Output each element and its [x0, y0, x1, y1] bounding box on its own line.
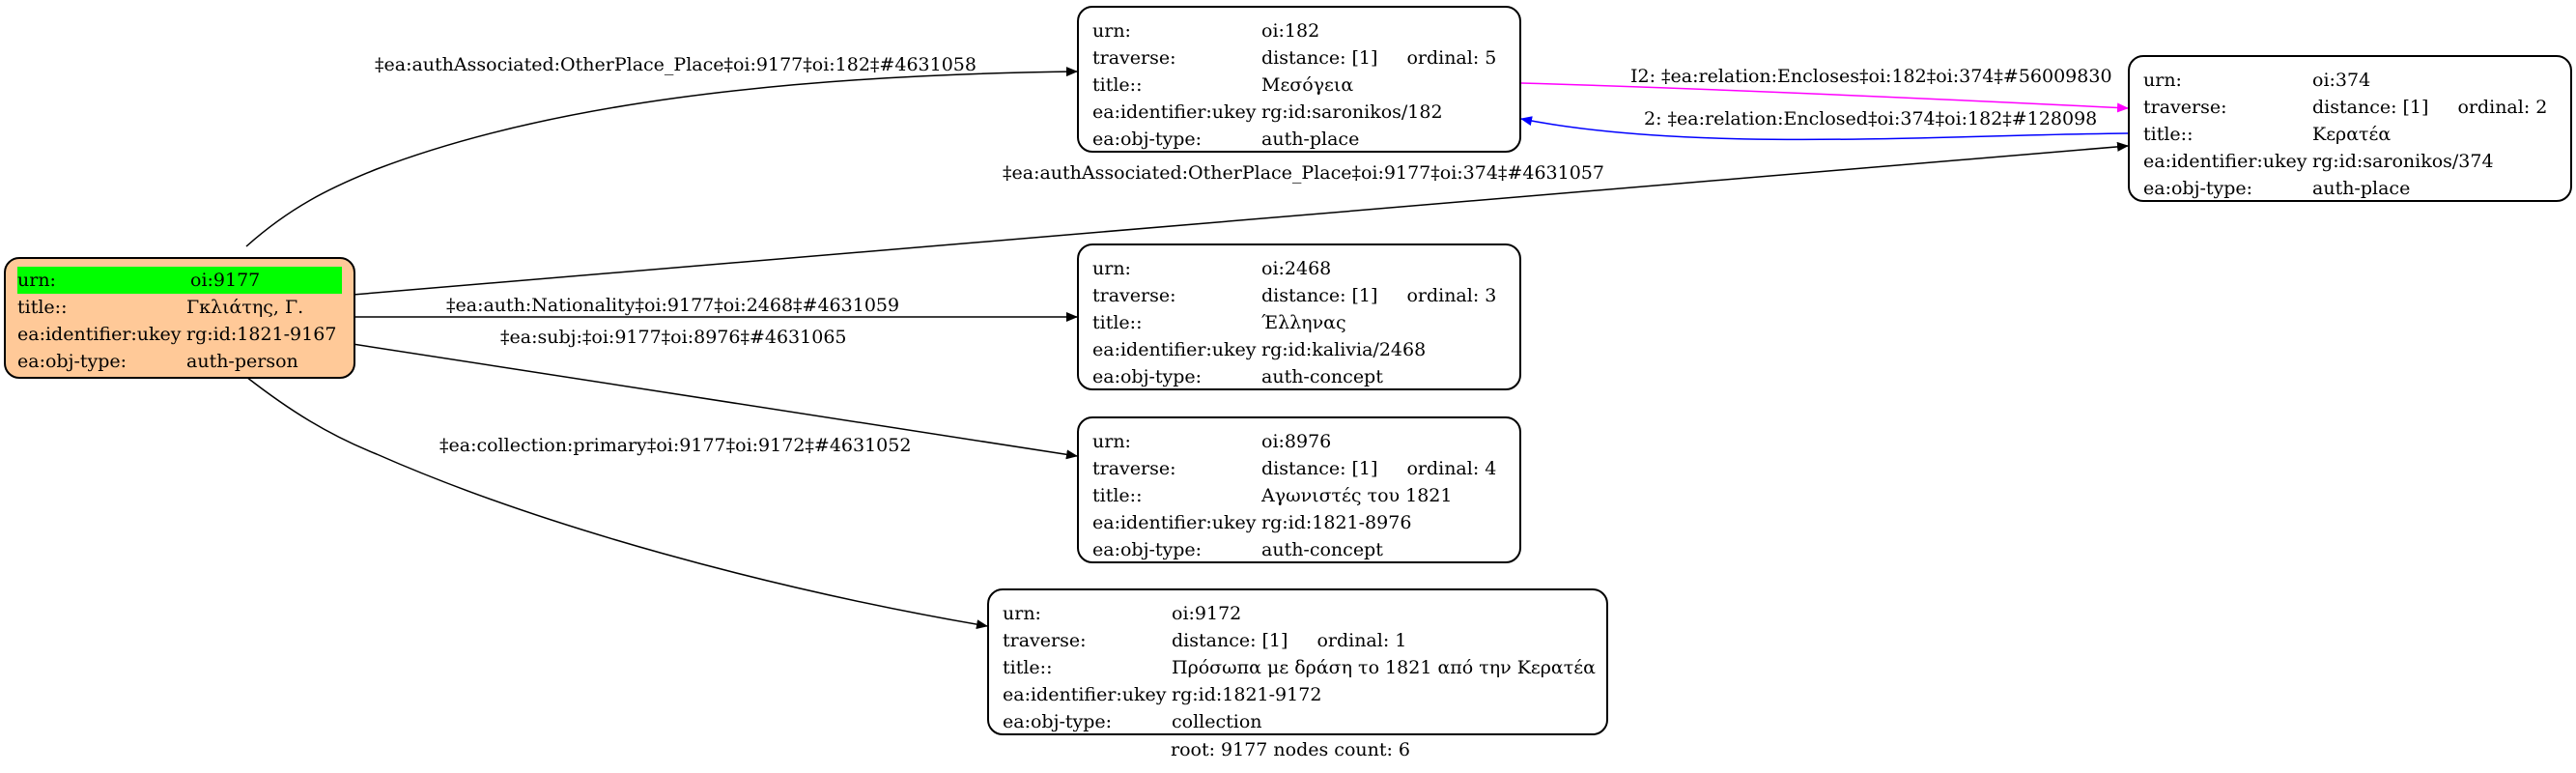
edge-label-encloses: I2: ‡ea:relation:Encloses‡oi:182‡oi:374‡…: [1630, 66, 2112, 87]
node-title: Αγωνιστές του 1821: [1261, 485, 1453, 506]
node-key: ea:obj-type:: [1003, 711, 1113, 732]
node-type: auth-person: [186, 351, 298, 372]
node-row-ukey: ea:identifier:ukey rg:id:1821-9167: [17, 321, 342, 348]
node-key: ea:identifier:ukey: [1092, 101, 1257, 123]
node-row-title: title:: Γκλιάτης, Γ.: [17, 294, 342, 321]
node-ukey: rg:id:1821-9167: [186, 324, 337, 345]
node-key: urn:: [2143, 70, 2182, 91]
edge-182-encloses-374: [1520, 82, 2129, 113]
node-oi-2468[interactable]: urn: oi:2468 traverse: distance: [1] ordina…: [1077, 243, 1521, 390]
node-key: ea:identifier:ukey: [1003, 684, 1167, 705]
node-key: ea:identifier:ukey: [1092, 339, 1257, 360]
node-type: auth-place: [1261, 129, 1360, 150]
node-key: title::: [2143, 124, 2194, 145]
node-key: ea:obj-type:: [1092, 129, 1203, 150]
edge-label-root-9172: ‡ea:collection:primary‡oi:9177‡oi:9172‡#…: [439, 435, 912, 456]
node-ordinal: ordinal: 4: [1406, 458, 1497, 479]
edge-374-enclosed-182: [1520, 116, 2129, 141]
node-type: auth-concept: [1261, 366, 1383, 387]
node-key: urn:: [1092, 20, 1131, 42]
node-key: ea:obj-type:: [1092, 539, 1203, 560]
node-key: ea:identifier:ukey: [17, 324, 182, 345]
edge-label-root-374: ‡ea:authAssociated:OtherPlace_Place‡oi:9…: [1003, 162, 1604, 184]
node-oi-9172[interactable]: urn: oi:9172 traverse: distance: [1] ordina…: [987, 588, 1608, 735]
node-ukey: rg:id:1821-9172: [1172, 684, 1322, 705]
node-distance: distance: [1]: [1261, 285, 1378, 306]
node-urn: oi:374: [2312, 70, 2371, 91]
node-key: urn:: [1092, 258, 1131, 279]
node-distance: distance: [1]: [1172, 630, 1288, 651]
node-key: title::: [1092, 74, 1143, 96]
node-title: Γκλιάτης, Γ.: [186, 297, 304, 318]
node-ordinal: ordinal: 2: [2457, 97, 2548, 118]
node-key: title::: [1003, 657, 1053, 678]
edge-root-to-374: [352, 141, 2129, 296]
node-ordinal: ordinal: 1: [1316, 630, 1407, 651]
edge-root-to-182: [245, 67, 1078, 247]
node-oi-182[interactable]: urn: oi:182 traverse: distance: [1] ordinal…: [1077, 6, 1521, 153]
node-row-urn: urn: oi:9177: [17, 267, 342, 294]
node-urn: oi:9172: [1172, 603, 1242, 624]
node-key: urn:: [1003, 603, 1041, 624]
node-key: title::: [17, 297, 68, 318]
node-key: urn:: [1092, 431, 1131, 452]
node-oi-374[interactable]: urn: oi:374 traverse: distance: [1] ordinal…: [2128, 55, 2572, 202]
node-title: Πρόσωπα με δράση το 1821 από την Κερατέα: [1172, 657, 1596, 678]
node-ukey: rg:id:1821-8976: [1261, 512, 1412, 533]
node-urn: oi:2468: [1261, 258, 1332, 279]
node-key: ea:obj-type:: [1092, 366, 1203, 387]
node-row-type: ea:obj-type: auth-person: [17, 348, 342, 375]
node-key: ea:identifier:ukey: [2143, 151, 2307, 172]
node-key: title::: [1092, 312, 1143, 333]
node-key: ea:obj-type:: [2143, 178, 2253, 199]
edge-root-to-8976: [352, 343, 1078, 460]
edge-root-to-9172: [245, 376, 988, 630]
node-urn: oi:9177: [190, 270, 261, 291]
node-type: auth-place: [2312, 178, 2411, 199]
edge-label-root-2468: ‡ea:auth:Nationality‡oi:9177‡oi:2468‡#46…: [446, 295, 900, 316]
node-urn: oi:8976: [1261, 431, 1332, 452]
node-key: traverse:: [2143, 97, 2227, 118]
node-ordinal: ordinal: 3: [1406, 285, 1497, 306]
node-urn: oi:182: [1261, 20, 1320, 42]
node-ordinal: ordinal: 5: [1406, 47, 1497, 69]
node-title: Έλληνας: [1261, 312, 1346, 333]
node-key: traverse:: [1003, 630, 1087, 651]
node-key: traverse:: [1092, 458, 1176, 479]
node-type: auth-concept: [1261, 539, 1383, 560]
node-distance: distance: [1]: [2312, 97, 2429, 118]
graph-footer-caption: root: 9177 nodes count: 6: [1171, 739, 1411, 760]
node-key: urn:: [17, 270, 56, 291]
node-key: title::: [1092, 485, 1143, 506]
node-title: Μεσόγεια: [1261, 74, 1354, 96]
node-key: ea:identifier:ukey: [1092, 512, 1257, 533]
node-ukey: rg:id:saronikos/182: [1261, 101, 1443, 123]
edge-label-root-8976: ‡ea:subj:‡oi:9177‡oi:8976‡#4631065: [500, 327, 847, 348]
node-title: Κερατέα: [2312, 124, 2392, 145]
node-type: collection: [1172, 711, 1262, 732]
node-distance: distance: [1]: [1261, 458, 1378, 479]
node-ukey: rg:id:saronikos/374: [2312, 151, 2494, 172]
node-ukey: rg:id:kalivia/2468: [1261, 339, 1427, 360]
edge-label-root-182: ‡ea:authAssociated:OtherPlace_Place‡oi:9…: [375, 54, 977, 75]
node-distance: distance: [1]: [1261, 47, 1378, 69]
node-key: traverse:: [1092, 285, 1176, 306]
node-root-person[interactable]: urn: oi:9177 title:: Γκλιάτης, Γ. ea:ide…: [4, 257, 355, 379]
node-key: ea:obj-type:: [17, 351, 127, 372]
edge-label-enclosed: 2: ‡ea:relation:Enclosed‡oi:374‡oi:182‡#…: [1644, 108, 2098, 129]
node-oi-8976[interactable]: urn: oi:8976 traverse: distance: [1] ordina…: [1077, 416, 1521, 563]
node-key: traverse:: [1092, 47, 1176, 69]
